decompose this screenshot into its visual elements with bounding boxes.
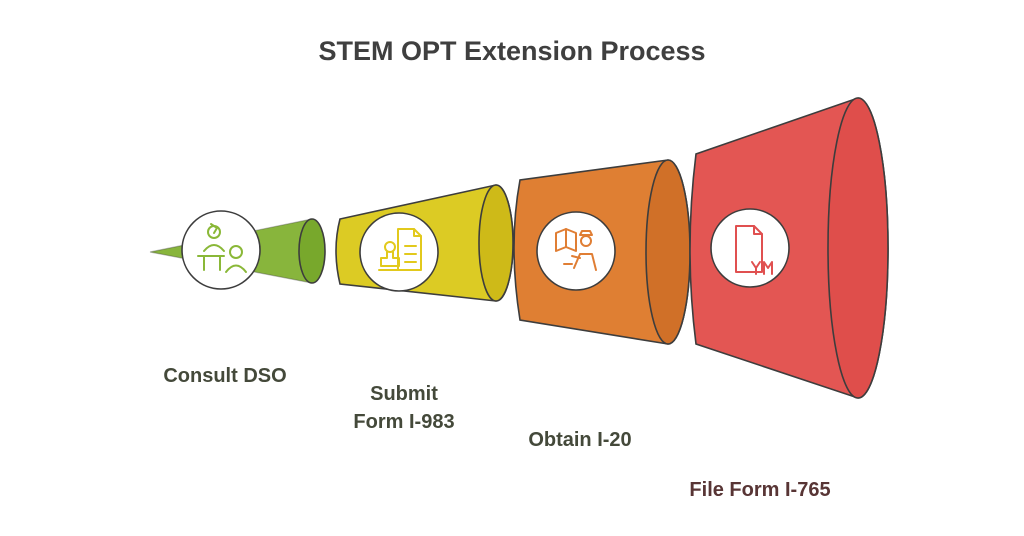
step-label-consult-dso: Consult DSO bbox=[163, 365, 287, 387]
step-label-submit-form: Submit Form I-983 bbox=[353, 383, 455, 433]
diagram-title: STEM OPT Extension Process bbox=[318, 36, 706, 66]
step-label-file-form: File Form I-765 bbox=[689, 479, 831, 501]
officer-document-icon bbox=[536, 211, 616, 291]
file-document-icon bbox=[710, 208, 790, 288]
step-label-obtain-i20: Obtain I-20 bbox=[528, 429, 632, 451]
consultation-icon bbox=[181, 210, 261, 290]
form-stamp-icon bbox=[359, 212, 439, 292]
